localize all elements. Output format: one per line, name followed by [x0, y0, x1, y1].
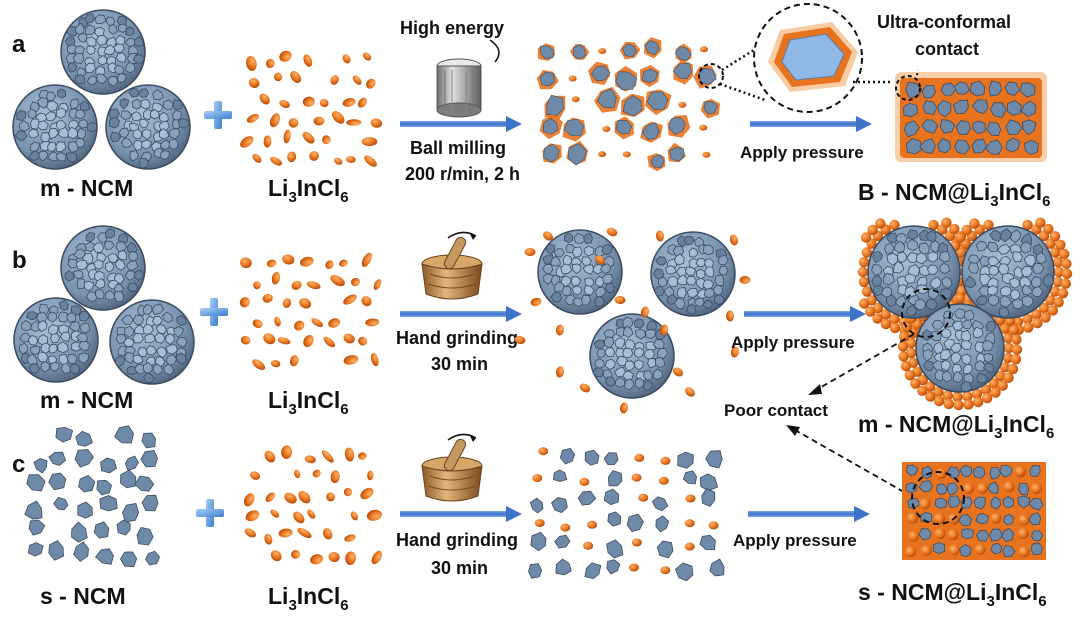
electrolyte-label-a: Li3InCl6: [268, 175, 349, 206]
material-label-c: s - NCM: [40, 583, 126, 609]
product-label-b: m - NCM@Li3InCl6: [858, 411, 1054, 442]
process-line2-b: 30 min: [431, 354, 488, 374]
ncm-aggregate: [589, 313, 675, 399]
electrolyte-label-b: Li3InCl6: [268, 387, 349, 418]
inset-label-line2: contact: [915, 39, 979, 59]
pellet-grains-a: [903, 80, 1039, 156]
ball-mill-jar-icon: [436, 58, 482, 118]
ncm-aggregate: [650, 231, 736, 317]
ncm-aggregate: [12, 84, 98, 170]
process-line2-a: 200 r/min, 2 h: [405, 164, 520, 184]
poor-contact-arrows: [786, 333, 915, 493]
ncm-aggregate: [13, 297, 99, 383]
panel-letter-a: a: [12, 31, 26, 58]
process-line1-c: Hand grinding: [396, 530, 518, 550]
poor-contact-circle-b: [901, 288, 951, 338]
material-label-a: m - NCM: [40, 175, 133, 201]
poor-contact-label: Poor contact: [724, 401, 828, 420]
coated-particles-a: [536, 37, 721, 172]
ncm-aggregate: [109, 299, 195, 385]
s-ncm-pellet: [902, 462, 1046, 560]
step2-label-c: Apply pressure: [733, 531, 857, 550]
poor-contact-circle-c: [911, 471, 965, 525]
arrow-right-icon: [748, 506, 870, 522]
arrow-right-icon: [750, 116, 872, 132]
material-label-b: m - NCM: [40, 387, 133, 413]
ncm-aggregate: [60, 225, 146, 311]
li3incl6-scatter-b: [514, 227, 751, 414]
product-label-c: s - NCM@Li3InCl6: [858, 579, 1047, 610]
m-ncm-particles-a: [12, 9, 191, 170]
m-ncm-particles-b: [13, 225, 195, 385]
ncm-aggregate: [961, 225, 1055, 319]
ncm-aggregate: [537, 229, 623, 315]
ncm-aggregate: [867, 225, 961, 319]
arrow-right-icon: [400, 306, 522, 322]
ultra-conformal-inset: [719, 3, 893, 113]
b-ncm-pellet: [895, 72, 1047, 162]
mixed-particles-b: [514, 227, 751, 414]
s-ncm-particles-c: [24, 425, 161, 568]
plus-icon: [200, 298, 228, 326]
ncm-aggregate: [105, 84, 191, 170]
process-line1-a: Ball milling: [410, 138, 506, 158]
arrow-right-icon: [400, 116, 522, 132]
plus-icon: [196, 499, 224, 527]
li3incl6-particles-c: [243, 445, 383, 565]
inset-label-line1: Ultra-conformal: [877, 12, 1011, 32]
ncm-aggregate: [915, 303, 1005, 393]
process-line1-b: Hand grinding: [396, 328, 518, 348]
arrow-right-icon: [400, 506, 522, 522]
panel-letter-b: b: [12, 247, 27, 274]
product-label-a: B - NCM@Li3InCl6: [858, 179, 1050, 210]
step2-label-a: Apply pressure: [740, 143, 864, 162]
pellet-grains-c: [905, 464, 1044, 558]
process-line2-c: 30 min: [431, 558, 488, 578]
arrow-right-icon: [744, 306, 866, 322]
mortar-pestle-icon: [421, 231, 483, 300]
zoom-circle-pellet: [895, 75, 921, 101]
electrolyte-label-c: Li3InCl6: [268, 583, 349, 614]
ncm-aggregate: [60, 9, 146, 95]
mortar-pestle-icon: [421, 433, 483, 502]
zoom-circle-small: [698, 63, 724, 89]
mixed-particles-c: [528, 447, 725, 582]
panel-letter-c: c: [12, 451, 25, 478]
curved-pointer: [489, 39, 500, 63]
li3incl6-particles-b: [239, 252, 382, 370]
m-ncm-pellet: [857, 217, 1073, 411]
plus-icon: [204, 101, 232, 129]
zoom-line-pellet: [915, 69, 919, 81]
process-top-label-a: High energy: [400, 18, 504, 38]
step2-label-b: Apply pressure: [731, 333, 855, 352]
li3incl6-particles-a: [240, 50, 383, 167]
